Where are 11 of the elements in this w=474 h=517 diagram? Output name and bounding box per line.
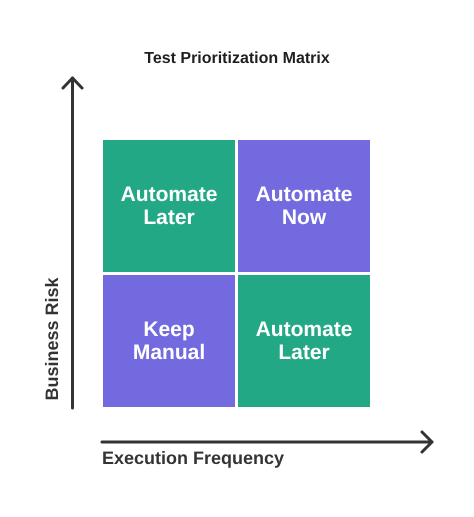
- diagram-title: Test Prioritization Matrix: [144, 49, 330, 69]
- vertical-axis-label: Business Risk: [41, 277, 63, 401]
- quadrant-box: [238, 140, 370, 272]
- quadrant-label: Automate Later: [120, 183, 218, 229]
- quadrant-box: [238, 275, 370, 407]
- quadrant-label: Automate Now: [254, 183, 354, 229]
- quadrant-box: [103, 140, 235, 272]
- quadrant-label: Automate Later: [254, 318, 354, 364]
- horizontal-axis-label: Execution Frequency: [102, 447, 284, 469]
- quadrant-box: [103, 275, 235, 407]
- quadrant-label: Keep Manual: [132, 318, 206, 364]
